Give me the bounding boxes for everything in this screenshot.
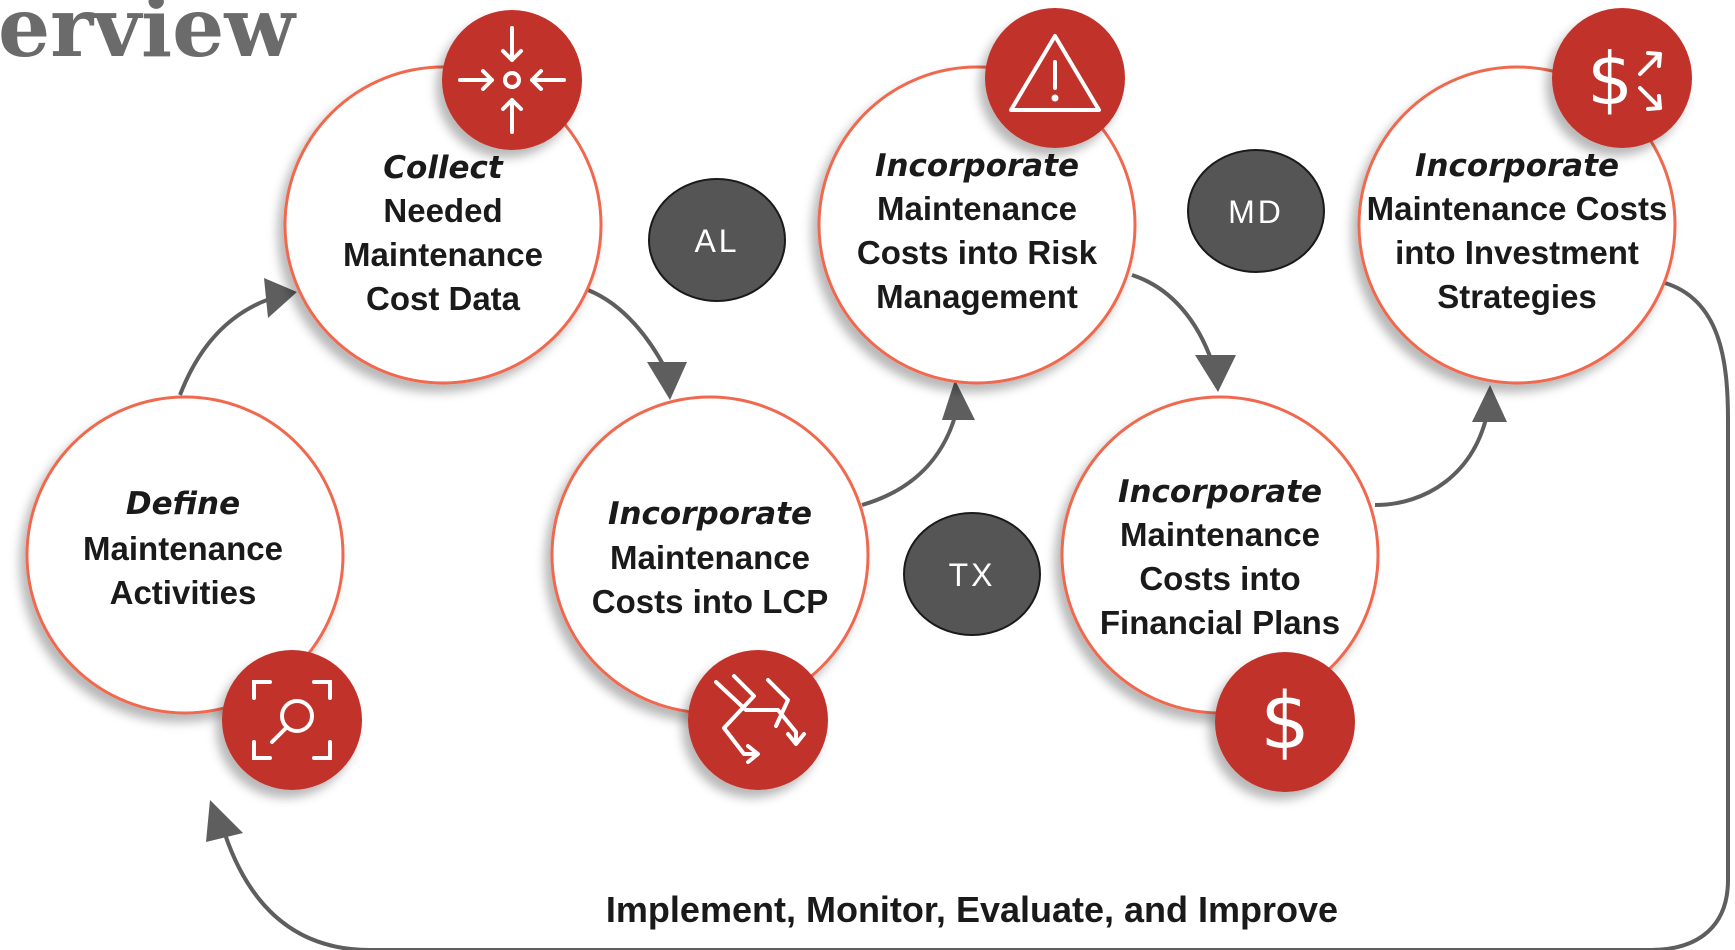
arrow-financial-to-investment <box>1374 409 1490 507</box>
flow-arrows <box>178 273 1730 950</box>
svg-text:$: $ <box>1260 677 1310 767</box>
step-line: Maintenance <box>877 190 1077 227</box>
arrow-heads <box>206 278 1507 842</box>
step-title-collect: Collect <box>383 150 504 186</box>
state-label: TX <box>949 557 996 593</box>
arrow-cycle-return <box>220 281 1730 950</box>
step-line: Activities <box>110 574 257 611</box>
step-line: Maintenance <box>83 530 283 567</box>
step-line: Management <box>876 278 1078 315</box>
converge-arrows-icon <box>442 10 582 150</box>
warning-icon <box>985 8 1125 148</box>
step-line: Costs into <box>1139 560 1300 597</box>
step-circles <box>25 65 1677 715</box>
state-badge-al: AL <box>648 178 786 302</box>
svg-text:$: $ <box>1587 37 1633 121</box>
arrowhead-collect <box>264 278 297 318</box>
arrow-risk-to-financial <box>1131 273 1214 363</box>
step-line: Maintenance Costs <box>1367 190 1668 227</box>
arrow-collect-to-lcp <box>587 288 667 369</box>
step-line: Strategies <box>1437 278 1597 315</box>
state-badges: AL TX MD <box>648 149 1325 636</box>
cycle-label: Implement, Monitor, Evaluate, and Improv… <box>606 889 1338 930</box>
step-line: into Investment <box>1395 234 1639 271</box>
arrowhead-investment <box>1472 385 1507 422</box>
search-scan-icon <box>222 650 362 790</box>
arrowhead-lcp <box>647 362 687 400</box>
dollar-exchange-icon: $ <box>1552 8 1692 148</box>
arrowhead-financial <box>1195 355 1236 392</box>
step-circle-define <box>25 395 345 715</box>
step-title-define: Define <box>126 486 240 522</box>
state-label: AL <box>694 223 739 259</box>
icon-badges: $ $ <box>222 8 1692 792</box>
arrowhead-risk <box>942 380 975 420</box>
step-line: Maintenance <box>343 236 543 273</box>
step-line: Costs into LCP <box>592 583 829 620</box>
crossing-paths-icon <box>688 650 828 790</box>
step-line: Needed <box>383 192 502 229</box>
step-line: Cost Data <box>366 280 521 317</box>
arrow-define-to-collect <box>178 293 283 396</box>
step-title-risk: Incorporate <box>875 148 1079 184</box>
state-badge-md: MD <box>1187 149 1325 273</box>
arrowhead-define <box>206 800 243 842</box>
page-title: erview <box>0 0 297 76</box>
state-label: MD <box>1228 194 1284 230</box>
step-circle-financial <box>1060 395 1380 715</box>
step-title-investment: Incorporate <box>1415 148 1619 184</box>
step-line: Financial Plans <box>1100 604 1340 641</box>
step-title-financial: Incorporate <box>1118 474 1322 510</box>
step-line: Maintenance <box>1120 516 1320 553</box>
step-labels: Define Maintenance Activities Collect Ne… <box>83 148 1667 641</box>
step-line: Costs into Risk <box>857 234 1098 271</box>
arrow-lcp-to-risk <box>861 404 960 507</box>
step-circle-investment <box>1357 65 1677 385</box>
step-title-lcp: Incorporate <box>608 496 812 532</box>
step-line: Maintenance <box>610 539 810 576</box>
state-badge-tx: TX <box>903 512 1041 636</box>
dollar-icon: $ <box>1215 652 1355 792</box>
